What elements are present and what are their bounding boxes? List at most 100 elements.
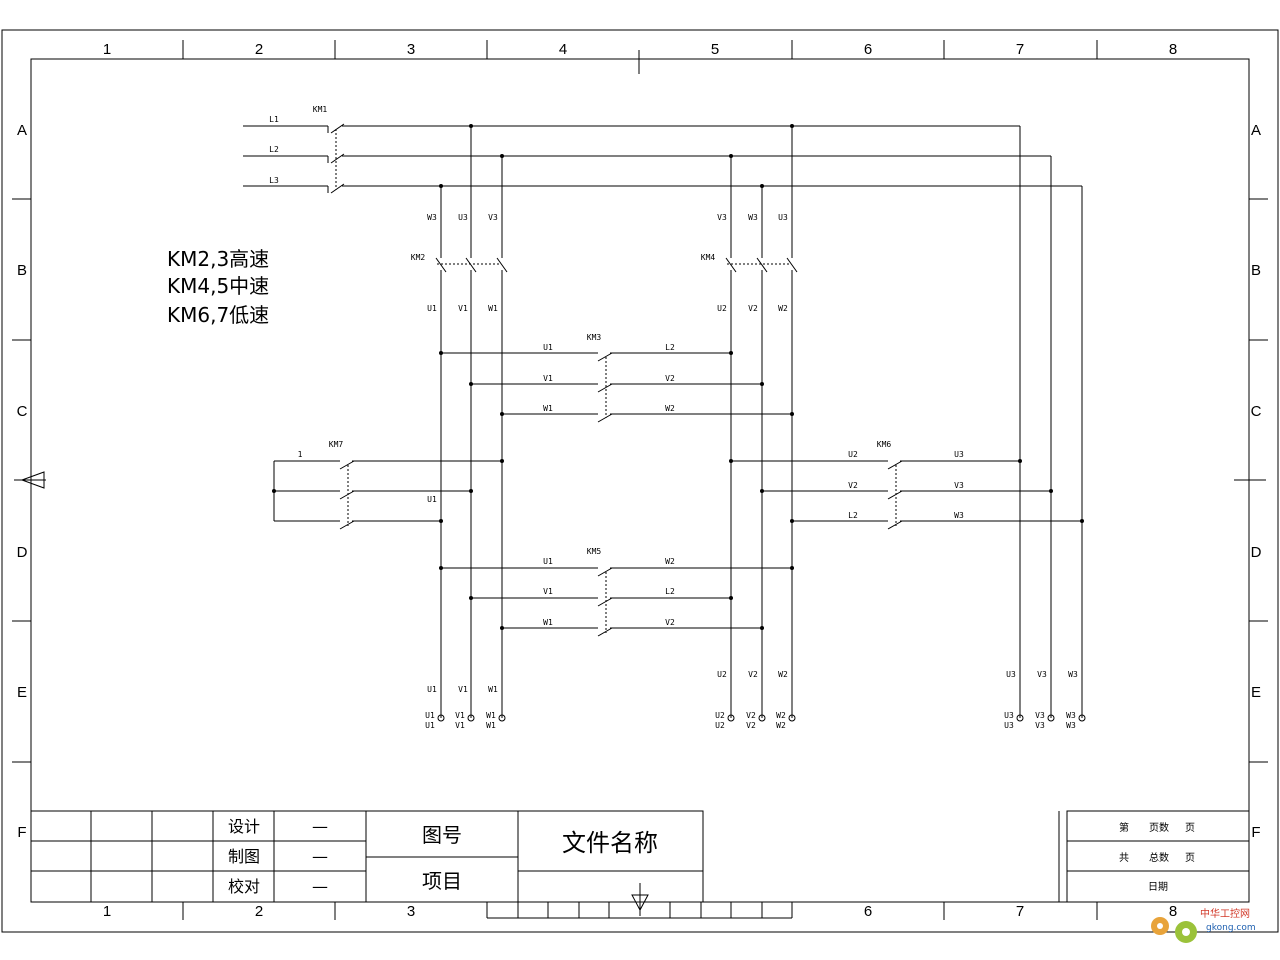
label-km3: KM3 [587, 333, 602, 342]
title-design-label: 设计 [228, 817, 260, 836]
label-e-u1: U1 [427, 685, 437, 694]
column-number-4: 4 [559, 41, 567, 58]
label-km6-v2: V2 [848, 481, 858, 490]
label-v3-right: V3 [717, 213, 727, 222]
note-high-speed: KM2,3高速 [167, 247, 269, 271]
label-km6-u2: U2 [848, 450, 858, 459]
label-w3-left: W3 [427, 213, 437, 222]
title-drawing-number-label: 图号 [422, 823, 462, 847]
terminal-label-u1-b: U1 [425, 721, 435, 730]
label-v3-left: V3 [488, 213, 498, 222]
row-letter-d-left: D [17, 544, 28, 561]
bottom-column-number-8: 8 [1169, 903, 1177, 920]
column-number-8: 8 [1169, 41, 1177, 58]
label-e-w2: W2 [778, 670, 788, 679]
label-e-v3: V3 [1037, 670, 1047, 679]
terminal-label-v1-b: V1 [455, 721, 465, 730]
label-km6: KM6 [877, 440, 892, 449]
label-v1-left: V1 [458, 304, 468, 313]
label-e-w1: W1 [488, 685, 498, 694]
terminal-label-u2-a: U2 [715, 711, 725, 720]
terminal-label-v3-b: V3 [1035, 721, 1045, 730]
row-letter-d-right: D [1251, 544, 1262, 561]
column-number-5: 5 [711, 41, 719, 58]
title-file-name: 文件名称 [562, 829, 658, 857]
label-e-w3: W3 [1068, 670, 1078, 679]
label-e-v2: V2 [748, 670, 758, 679]
label-km5-w1: W1 [543, 618, 553, 627]
watermark-url: gkong.com [1206, 923, 1256, 933]
total-count-label: 总数 [1149, 851, 1169, 864]
label-u3-right: U3 [778, 213, 788, 222]
label-e-u2: U2 [717, 670, 727, 679]
column-number-3: 3 [407, 41, 415, 58]
terminal-label-w1-b: W1 [486, 721, 496, 730]
label-w2-right: W2 [778, 304, 788, 313]
bottom-column-number-7: 7 [1016, 903, 1024, 920]
title-project-label: 项目 [422, 869, 462, 893]
terminal-label-v1-a: V1 [455, 711, 465, 720]
bottom-column-number-3: 3 [407, 903, 415, 920]
drawing-frame [1, 29, 1279, 933]
label-km5-v1: V1 [543, 587, 553, 596]
terminal-label-u3-a: U3 [1004, 711, 1014, 720]
label-km5-u1: U1 [543, 557, 553, 566]
label-l3: L3 [269, 176, 279, 185]
label-km5-l2: L2 [665, 587, 675, 596]
row-letter-a-left: A [17, 122, 27, 139]
label-u2-right: U2 [717, 304, 727, 313]
row-letter-b-left: B [17, 262, 27, 279]
label-km3-u1: U1 [543, 343, 553, 352]
sheet-number-label: 第 [1119, 821, 1129, 834]
label-w3-right: W3 [748, 213, 758, 222]
row-letter-c-left: C [17, 403, 28, 420]
label-km6-u3: U3 [954, 450, 964, 459]
row-letter-f-right: F [1251, 824, 1260, 841]
label-u1-left: U1 [427, 304, 437, 313]
total-page-label: 页 [1185, 852, 1195, 864]
label-km3-v2: V2 [665, 374, 675, 383]
label-km4: KM4 [701, 253, 716, 262]
sheet-count-label: 页数 [1149, 821, 1169, 834]
terminal-label-v3-a: V3 [1035, 711, 1045, 720]
terminal-label-w1-a: W1 [486, 711, 496, 720]
terminal-label-w2-b: W2 [776, 721, 786, 730]
watermark: 中华工控网 gkong.com [1151, 907, 1256, 943]
column-number-2: 2 [255, 41, 263, 58]
label-w1-left: W1 [488, 304, 498, 313]
column-number-7: 7 [1016, 41, 1024, 58]
title-design-value: — [312, 817, 328, 836]
row-letter-c-right: C [1251, 403, 1262, 420]
date-label: 日期 [1148, 881, 1168, 893]
label-km3-w1: W1 [543, 404, 553, 413]
label-km7: KM7 [329, 440, 344, 449]
junction-dots [272, 124, 1084, 630]
row-letter-a-right: A [1251, 122, 1261, 139]
terminal-label-v2-b: V2 [746, 721, 756, 730]
label-km7-1: 1 [298, 450, 303, 459]
label-km6-l2: L2 [848, 511, 858, 520]
title-block-text: 设计 制图 校对 — — — 图号 项目 文件名称 第 页数 页 共 总数 页 … [228, 817, 1195, 896]
frame-labels: 1 2 3 4 5 6 7 8 1 2 3 6 7 8 A B C D E F … [17, 41, 1262, 920]
label-km1: KM1 [313, 105, 328, 114]
title-drafting-label: 制图 [228, 847, 260, 866]
sheet-page-label: 页 [1185, 822, 1195, 834]
label-km3-w2: W2 [665, 404, 675, 413]
label-km5: KM5 [587, 547, 602, 556]
title-check-label: 校对 [228, 877, 260, 896]
terminal-label-u1-a: U1 [425, 711, 435, 720]
label-km3-l2: L2 [665, 343, 675, 352]
label-km5-v2: V2 [665, 618, 675, 627]
label-km3-v1: V1 [543, 374, 553, 383]
label-u3-left: U3 [458, 213, 468, 222]
label-km6-v3: V3 [954, 481, 964, 490]
title-block [30, 810, 1250, 919]
row-letter-f-left: F [17, 824, 26, 841]
label-v2-right: V2 [748, 304, 758, 313]
label-km7-u1: U1 [427, 495, 437, 504]
total-label: 共 [1119, 852, 1129, 864]
circuit-labels: KM1 L1 L2 L3 W3 U3 V3 KM2 U1 V1 W1 V3 W3… [269, 105, 1078, 730]
label-km5-w2: W2 [665, 557, 675, 566]
gear-icon [1151, 917, 1197, 943]
speed-notes: KM2,3高速 KM4,5中速 KM6,7低速 [167, 247, 269, 327]
